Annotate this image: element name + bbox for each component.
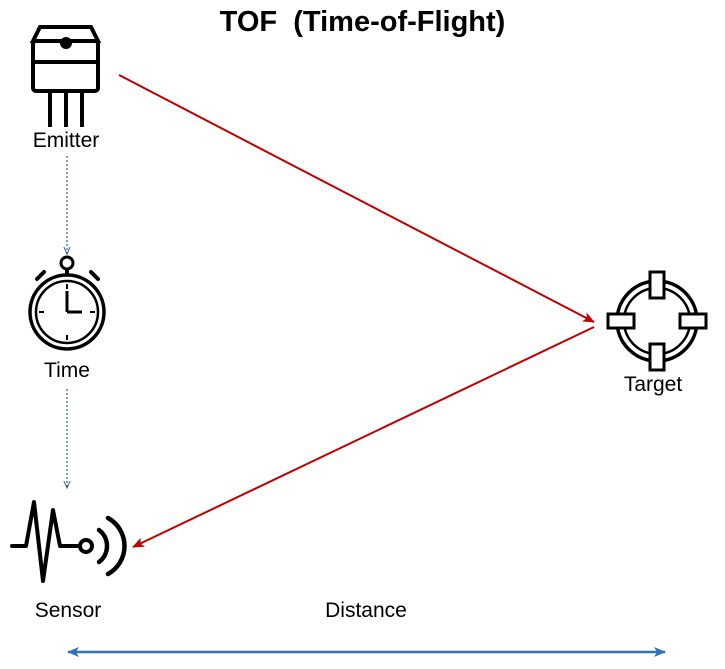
chip-emitter-icon — [29, 25, 102, 127]
time-label: Time — [44, 359, 90, 382]
stopwatch-icon — [28, 255, 106, 351]
emitter-label: Emitter — [32, 129, 100, 152]
emit-beam-arrow — [118, 74, 595, 323]
crosshair-target-icon — [606, 270, 708, 372]
target-label: Target — [623, 373, 683, 396]
reflect-beam-arrow — [132, 326, 595, 548]
sensor-label: Sensor — [34, 599, 102, 622]
signal-sensor-icon — [10, 500, 127, 583]
diagram-title: TOF (Time-of-Flight) — [219, 6, 506, 38]
distance-label: Distance — [325, 599, 407, 622]
